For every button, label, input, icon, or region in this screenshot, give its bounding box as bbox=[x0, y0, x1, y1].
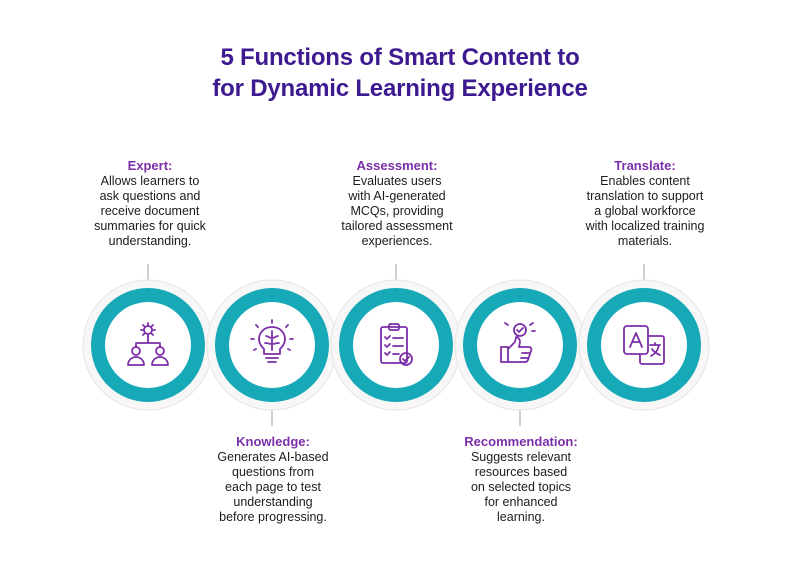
function-node-knowledge bbox=[197, 270, 347, 420]
ring-graphic bbox=[82, 279, 214, 411]
function-heading: Knowledge: bbox=[236, 434, 310, 449]
connector-line bbox=[519, 404, 521, 426]
function-heading: Recommendation: bbox=[464, 434, 578, 449]
function-description: Enables content translation to support a… bbox=[585, 174, 705, 248]
function-node-translate bbox=[569, 270, 719, 420]
function-label-expert: Expert: Allows learners to ask questions… bbox=[65, 158, 235, 249]
connector-line bbox=[395, 264, 397, 286]
function-heading: Expert: bbox=[127, 158, 173, 173]
users-gear-icon bbox=[127, 322, 169, 366]
connector-line bbox=[643, 264, 645, 286]
title-line-1: 5 Functions of Smart Content to bbox=[220, 44, 580, 71]
ring-graphic bbox=[330, 279, 462, 411]
function-node-recommendation bbox=[445, 270, 595, 420]
function-label-assessment: Assessment: Evaluates users with AI-gene… bbox=[312, 158, 482, 249]
function-description: Evaluates users with AI-generated MCQs, … bbox=[341, 174, 453, 248]
brain-bulb-icon bbox=[250, 319, 294, 363]
thumbs-up-icon bbox=[500, 322, 536, 363]
function-description: Generates AI-based questions from each p… bbox=[217, 450, 329, 524]
clipboard-check-icon bbox=[380, 323, 413, 366]
ring-graphic bbox=[578, 279, 710, 411]
page-title: 5 Functions of Smart Content to for Dyna… bbox=[0, 42, 800, 104]
function-node-assessment bbox=[321, 270, 471, 420]
function-label-knowledge: Knowledge: Generates AI-based questions … bbox=[188, 434, 358, 525]
function-node-expert bbox=[73, 270, 223, 420]
function-description: Allows learners to ask questions and rec… bbox=[94, 174, 206, 248]
title-line-2: for Dynamic Learning Experience bbox=[212, 75, 588, 102]
connector-line bbox=[147, 264, 149, 286]
function-label-translate: Translate: Enables content translation t… bbox=[560, 158, 730, 249]
function-heading: Translate: bbox=[614, 158, 676, 173]
connector-line bbox=[271, 404, 273, 426]
function-description: Suggests relevant resources based on sel… bbox=[470, 450, 572, 524]
function-heading: Assessment: bbox=[356, 158, 438, 173]
translate-icon bbox=[623, 325, 665, 365]
function-label-recommendation: Recommendation: Suggests relevant resour… bbox=[436, 434, 606, 525]
